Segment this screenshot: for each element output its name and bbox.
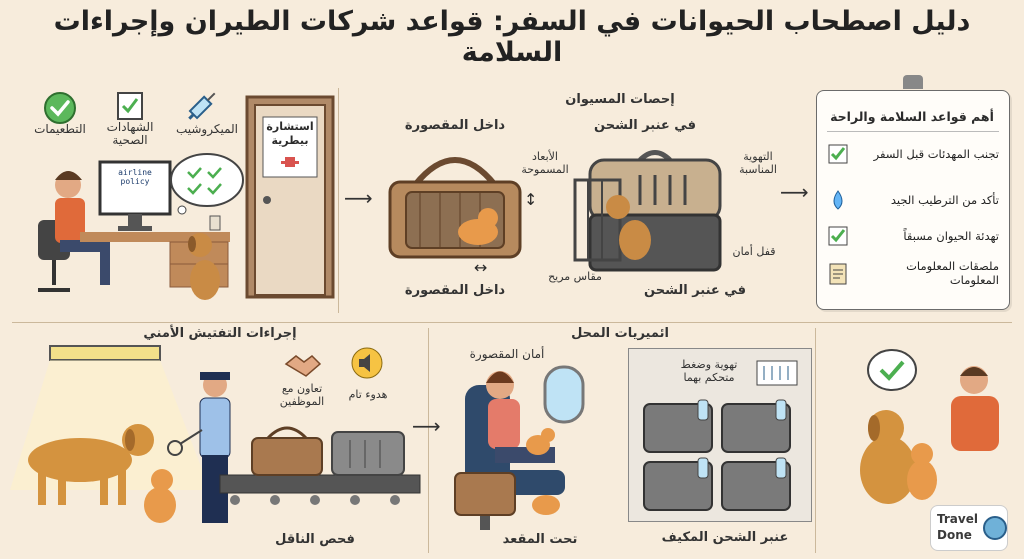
hard-crate-illustration bbox=[573, 150, 722, 272]
cargo-hold-top-label: في عنبر الشحن bbox=[594, 118, 696, 133]
vaccinations-label: التطعيمات bbox=[34, 122, 86, 136]
check-circle-icon bbox=[44, 92, 76, 124]
microchip-item bbox=[182, 86, 222, 130]
security-header: إجراءات التفتيش الأمني bbox=[143, 326, 297, 341]
arrow-right-icon: ⟶ bbox=[780, 180, 809, 204]
cabin-safety-label: أمان المقصورة bbox=[469, 347, 545, 361]
rules-divider bbox=[827, 131, 999, 132]
ventilation-label: التهوية المناسبة bbox=[739, 150, 777, 176]
total-calm-label: هدوء تام bbox=[348, 388, 388, 401]
under-seat-label: تحت المقعد bbox=[502, 532, 578, 547]
check-icon bbox=[828, 226, 848, 246]
vet-door-illustration bbox=[245, 95, 335, 299]
air-vent-icon bbox=[756, 360, 798, 386]
comfortable-size-label: مقاس مريح bbox=[548, 270, 602, 283]
rule-text: تجنب المهدئات قبل السفر bbox=[873, 147, 999, 161]
globe-icon bbox=[983, 516, 1007, 540]
safe-lock-label: قفل أمان bbox=[732, 245, 776, 258]
page-title: دليل اصطحاب الحيوانات في السفر: قواعد شر… bbox=[53, 6, 971, 68]
ventilation-pressure-label: تهوية وضغط متحكم بهما bbox=[680, 358, 738, 384]
allowed-dimensions-label: الأبعاد المسموحة bbox=[521, 150, 569, 176]
carrier-check-label: فحص الناقل bbox=[275, 532, 355, 547]
in-cabin-top-label: داخل المقصورة bbox=[404, 118, 506, 133]
rule-item: تأكد من الترطيب الجيد bbox=[827, 189, 999, 211]
desk-scene-illustration bbox=[38, 160, 230, 300]
rule-item: تجنب المهدئات قبل السفر bbox=[827, 143, 999, 165]
clipboard-icon bbox=[829, 263, 847, 285]
microchip-label: الميكروشيب bbox=[175, 122, 239, 136]
water-drop-icon bbox=[833, 190, 843, 210]
column-divider bbox=[428, 328, 429, 553]
safety-rules-panel: أهم قواعد السلامة والراحة تجنب المهدئات … bbox=[816, 75, 1010, 310]
climate-cargo-label: عنبر الشحن المكيف bbox=[661, 530, 789, 545]
carriers-header: إحصات المسيوان bbox=[565, 92, 675, 107]
screen-text: airline policy bbox=[118, 168, 152, 186]
cargo-hold-bottom-label: في عنبر الشحن bbox=[644, 283, 746, 298]
brand-line-2: Done bbox=[937, 528, 972, 542]
soft-carrier-illustration bbox=[388, 157, 522, 259]
rule-item: ملصقات المعلومات المعلومات bbox=[827, 259, 999, 287]
security-checkpoint-illustration bbox=[10, 345, 421, 523]
vaccination-item bbox=[40, 88, 80, 132]
brand-badge: Travel Done bbox=[930, 505, 1008, 551]
clipboard-clip-icon bbox=[903, 75, 923, 89]
rules-title: أهم قواعد السلامة والراحة bbox=[830, 109, 994, 124]
row-divider bbox=[12, 322, 1012, 323]
health-certificates-label: الشهادات الصحية bbox=[106, 120, 154, 147]
column-divider bbox=[338, 88, 339, 313]
certificate-check-icon bbox=[117, 92, 143, 120]
rule-text: ملصقات المعلومات المعلومات bbox=[906, 259, 999, 287]
rule-item: تهدئة الحيوان مسبقاً bbox=[827, 225, 999, 247]
handshake-icon bbox=[284, 355, 322, 377]
happy-arrival-illustration bbox=[860, 349, 999, 504]
rule-text: تهدئة الحيوان مسبقاً bbox=[903, 229, 999, 243]
vertical-arrow-icon: ↕ bbox=[524, 190, 538, 209]
check-icon bbox=[828, 144, 848, 164]
staff-cooperation-label: تعاون مع الموظفين bbox=[279, 382, 325, 408]
checklist-thought-bubble bbox=[170, 153, 244, 215]
horizontal-arrow-icon: ↔ bbox=[474, 258, 488, 277]
column-divider bbox=[815, 328, 816, 553]
arrow-right-icon: ⟶ bbox=[344, 186, 373, 210]
arrow-right-icon: ⟶ bbox=[412, 414, 441, 438]
certificate-item bbox=[112, 88, 148, 128]
cabin-seat-illustration bbox=[454, 365, 585, 530]
vet-consultation-sign: استشارة بيطرية bbox=[266, 120, 314, 147]
cargo-crates-illustration bbox=[643, 399, 791, 511]
in-cabin-bottom-label: داخل المقصورة bbox=[404, 283, 506, 298]
rule-text: تأكد من الترطيب الجيد bbox=[890, 193, 999, 207]
speaker-icon bbox=[351, 347, 383, 379]
cabin-header: ائميريات المحل bbox=[571, 326, 669, 341]
brand-line-1: Travel bbox=[937, 512, 978, 526]
syringe-icon bbox=[188, 92, 216, 120]
